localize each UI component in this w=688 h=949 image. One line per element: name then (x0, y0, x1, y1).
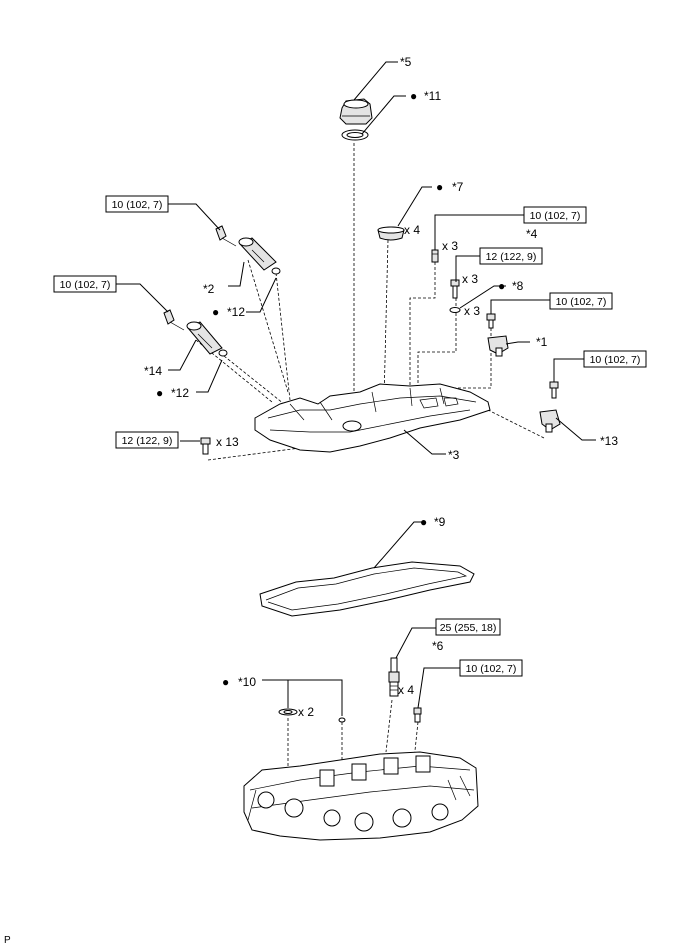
bolt-1 (486, 313, 496, 329)
oil-filler-cap-gasket (341, 129, 369, 141)
torque-spark-plug: 25 (255, 18) (440, 622, 497, 634)
head-stud (413, 707, 422, 723)
callout-8: *8 (512, 279, 524, 293)
cylinder-head-cover-gasket (259, 561, 475, 617)
callout-5: *5 (400, 55, 412, 69)
ocv-lower-assembly (163, 309, 228, 357)
qty-stud: x 3 (462, 272, 478, 286)
qty-plug: x 4 (398, 683, 414, 697)
callout-12b: *12 (171, 386, 189, 400)
callout-6: *6 (432, 639, 444, 653)
qty-cover-bolt: x 13 (216, 435, 239, 449)
bullet-11: ● (410, 89, 417, 103)
stud-bolt-4 (431, 249, 439, 263)
bullet-7: ● (436, 180, 443, 194)
callout-9: *9 (434, 515, 446, 529)
qty-10: x 2 (298, 705, 314, 719)
torque-part-4: 10 (102, 7) (530, 210, 581, 222)
callout-7: *7 (452, 180, 464, 194)
callout-3: *3 (448, 448, 460, 462)
cylinder-head-cover (254, 383, 491, 453)
o-rings (278, 708, 346, 723)
callout-12a: *12 (227, 305, 245, 319)
sensor-1 (487, 335, 509, 357)
gasket-8 (449, 307, 461, 313)
spark-plug-tube-gasket (377, 226, 405, 241)
torque-part-13: 10 (102, 7) (590, 354, 641, 366)
qty-8: x 3 (464, 304, 480, 318)
torque-part-1: 10 (102, 7) (556, 296, 607, 308)
callout-14: *14 (144, 364, 162, 378)
stud-12 (450, 279, 460, 299)
spark-plug (388, 657, 400, 697)
callout-1: *1 (536, 335, 548, 349)
torque-ocv-top: 10 (102, 7) (112, 199, 163, 211)
bullet-8: ● (498, 279, 505, 293)
torque-head-stud: 10 (102, 7) (466, 663, 517, 675)
callout-4: *4 (526, 227, 538, 241)
torque-ocv-bottom: 10 (102, 7) (60, 279, 111, 291)
callout-11: *11 (424, 89, 441, 103)
torque-stud: 12 (122, 9) (486, 251, 537, 263)
bullet-12b: ● (156, 386, 163, 400)
leader-lines (116, 61, 596, 716)
qty-4: x 3 (442, 239, 458, 253)
bullet-10: ● (222, 675, 229, 689)
callout-2: *2 (203, 282, 215, 296)
ocv-upper-assembly (215, 225, 281, 275)
cover-bolt (200, 437, 211, 455)
callout-10: *10 (238, 675, 256, 689)
page-marker: P (4, 935, 11, 946)
callout-13: *13 (600, 434, 618, 448)
torque-spec-boxes: 10 (102, 7) 10 (102, 7) 10 (102, 7) 12 (… (53, 195, 647, 677)
oil-filler-cap (339, 98, 373, 125)
qty-7: x 4 (404, 223, 420, 237)
sensor-13 (539, 409, 561, 433)
cylinder-head (243, 751, 479, 841)
bolt-13 (549, 381, 559, 399)
torque-cover-bolt: 12 (122, 9) (122, 435, 173, 447)
callout-labels: *5 ● *11 ● *7 x 4 x 3 *4 x 3 ● *8 x 3 *1… (144, 55, 618, 719)
bullet-9: ● (420, 515, 427, 529)
bullet-12a: ● (212, 305, 219, 319)
